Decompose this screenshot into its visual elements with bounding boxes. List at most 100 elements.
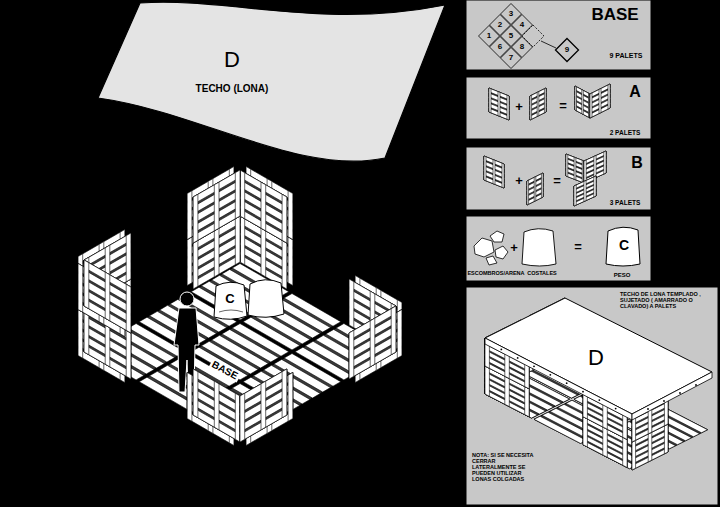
panel-background: [466, 287, 718, 505]
pallet-block: [240, 170, 245, 219]
weight-sack: C: [605, 224, 641, 266]
operator-sign: =: [559, 99, 567, 113]
nail: [500, 349, 502, 351]
pallet-block: [288, 237, 293, 286]
sack-fold: [219, 310, 243, 312]
pallet-block: [484, 156, 486, 181]
roof-plane: D: [572, 340, 620, 376]
pallet-block: [604, 151, 606, 174]
person-head: [180, 292, 194, 306]
cell-number: 2: [498, 21, 502, 30]
pallet-cell: 7: [500, 47, 522, 69]
pallet-block: [599, 89, 601, 114]
pallet-block: [370, 318, 375, 367]
pallet-block: [583, 417, 587, 447]
pallet-block: [214, 182, 219, 231]
icon-caption: COSTALES: [527, 270, 557, 276]
pallet-block: [505, 376, 510, 406]
pallet-block: [590, 93, 592, 118]
pallet-cell: 4: [511, 14, 533, 36]
operator-sign: +: [515, 100, 523, 114]
pallet-count: 9 PALETS: [610, 52, 643, 60]
panel-background: [466, 77, 651, 139]
pallet-block: [537, 92, 539, 117]
cell-number: 4: [520, 21, 524, 30]
pallet-block: [507, 95, 509, 120]
pallet-block: [493, 160, 495, 185]
pallet-block: [282, 369, 287, 418]
panel-background: [466, 147, 651, 210]
roofed-shelter: [485, 298, 712, 470]
base-panel: BASE9 PALETS324156879: [466, 0, 651, 70]
pallet-block: [534, 177, 536, 202]
panel-title: A: [629, 83, 641, 101]
pallet-block: [240, 393, 245, 442]
diamond-outline: [556, 39, 579, 62]
pallet-block: [235, 216, 240, 265]
pallet: [240, 170, 287, 243]
nail: [549, 374, 551, 376]
pallet-block: [105, 272, 110, 321]
part-letter: D: [224, 48, 240, 72]
pallet: [566, 154, 584, 183]
rubble: [474, 238, 494, 257]
pallet-block: [261, 228, 266, 277]
pallet-block: [594, 156, 596, 179]
pallet-block: [240, 216, 245, 265]
pallet-block: [261, 182, 266, 231]
diamond-outline: [479, 26, 500, 47]
cell-number: 7: [509, 54, 513, 63]
diamond-outline: [490, 15, 511, 36]
cell-number: 8: [520, 43, 524, 52]
pallet: [84, 260, 131, 333]
empty-cell: [522, 25, 544, 47]
pallet-cell: 3: [500, 3, 522, 25]
roof-tarp: DTECHO (LONA): [97, 0, 449, 170]
pallet-count: 2 PALETS: [610, 129, 641, 136]
rubble: [486, 256, 497, 265]
nail: [679, 392, 681, 394]
cell-number: 1: [487, 32, 491, 41]
nail: [582, 391, 584, 393]
pallet-block: [525, 387, 529, 417]
sack: [214, 282, 247, 319]
nail: [695, 384, 697, 386]
pallet-block: [193, 369, 198, 418]
pallet-cell: 8: [511, 36, 533, 58]
pallet-block: [288, 373, 293, 422]
node-outline: [97, 0, 449, 170]
pallet-block: [349, 330, 354, 379]
roof-edge: [632, 372, 712, 420]
pallet-block: [126, 330, 131, 379]
nail: [615, 408, 617, 410]
pallet-block: [235, 170, 240, 219]
nail: [517, 357, 519, 359]
pallet: [527, 173, 543, 205]
pallet-block: [575, 86, 577, 111]
pallet: [484, 156, 504, 188]
panel-title: BASE: [591, 6, 638, 25]
pallet-block: [193, 194, 198, 243]
roof-panel: TECHO DE LONA TEMPLADO , SUJETADO ( AMAR…: [466, 287, 718, 505]
cell-number: 3: [509, 10, 513, 19]
panel-title: B: [631, 154, 643, 172]
pallet-block: [78, 264, 83, 313]
pallet-block: [541, 173, 543, 198]
pallet-block: [126, 233, 131, 282]
pallet-cell: 6: [489, 36, 511, 58]
pallet-block: [193, 240, 198, 289]
sack-outline: [606, 227, 640, 266]
icon-caption: ESCOMBROS/ARENA: [467, 270, 524, 276]
pallet-block: [391, 306, 396, 355]
pallet-block: [187, 373, 192, 422]
pallet: [590, 84, 610, 118]
pallet-cell: 9: [555, 38, 579, 62]
pallet-block: [261, 381, 266, 430]
note-text: TECHO DE LONA TEMPLADO , SUJETADO ( AMAR…: [620, 291, 714, 309]
part-letter: C: [225, 292, 234, 306]
diamond-outline: [512, 15, 533, 36]
pallet-block: [187, 191, 192, 240]
pallet-block: [584, 160, 586, 183]
nail: [663, 400, 665, 402]
